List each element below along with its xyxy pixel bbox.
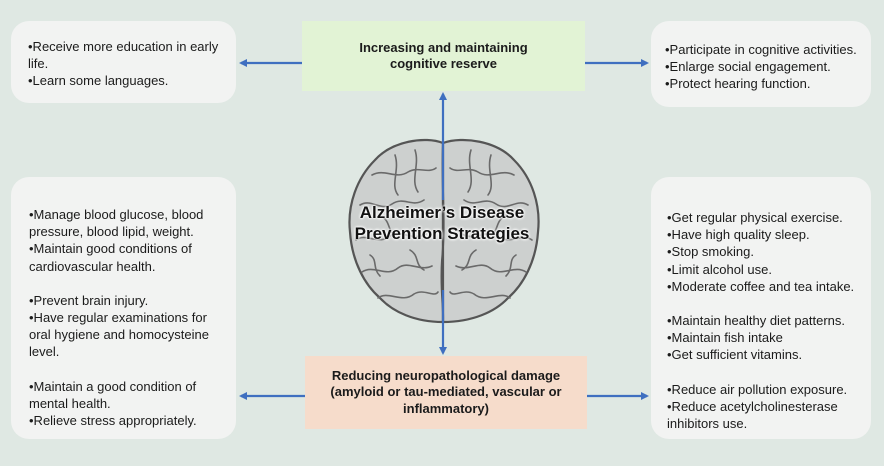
list-item: •Have regular examinations for (29, 310, 207, 326)
neuropathological-line-1: Reducing neuropathological damage (331, 367, 561, 383)
card-lifestyle: •Get regular physical exercise. •Have hig… (651, 177, 871, 439)
neuropathological-line-2: (amyloid or tau-mediated, vascular or (330, 384, 562, 400)
list-spacer (667, 295, 871, 312)
list-item: level. (29, 344, 60, 360)
neuropathological-damage-box: Reducing neuropathological damage (amylo… (305, 356, 587, 429)
cognitive-reserve-line-1: Increasing and maintaining (359, 39, 528, 55)
list-spacer (29, 361, 236, 378)
list-item: cardiovascular health. (29, 258, 156, 274)
list-item: •Enlarge social engagement. (665, 59, 831, 75)
list-item: •Stop smoking. (667, 244, 754, 260)
card-health-management: •Manage blood glucose, blood pressure, bl… (11, 177, 236, 439)
card-education: •Receive more education in early life.•Le… (11, 21, 236, 103)
list-item: •Maintain a good condition of (29, 378, 197, 394)
list-item: •Limit alcohol use. (667, 261, 772, 277)
list-item: •Relieve stress appropriately. (29, 413, 197, 429)
list-item: •Maintain fish intake (667, 330, 783, 346)
list-item: mental health. (29, 395, 111, 411)
list-item: pressure, blood lipid, weight. (29, 224, 194, 240)
center-title-line-2: Prevention Strategies (354, 224, 530, 243)
list-spacer (667, 364, 871, 381)
list-item: •Manage blood glucose, blood (29, 207, 204, 222)
list-item: •Maintain healthy diet patterns. (667, 313, 845, 329)
list-item: •Learn some languages. (28, 73, 169, 89)
cognitive-reserve-box: Increasing and maintaining cognitive res… (302, 21, 585, 91)
list-item: •Prevent brain injury. (29, 292, 149, 308)
list-item: •Get regular physical exercise. (667, 210, 843, 225)
list-item: oral hygiene and homocysteine (29, 327, 209, 343)
list-item: •Moderate coffee and tea intake. (667, 278, 855, 294)
list-item: •Receive more education in early (28, 39, 219, 54)
list-item: •Protect hearing function. (665, 76, 811, 92)
center-title-line-1: Alzheimer’s Disease (359, 203, 525, 222)
brain-illustration (348, 138, 540, 324)
center-title: Alzheimer’s Disease Prevention Strategie… (330, 202, 554, 244)
list-item: •Get sufficient vitamins. (667, 347, 803, 363)
neuropathological-line-3: inflammatory) (403, 400, 489, 416)
card-cognitive-activities: •Participate in cognitive activities. •En… (651, 21, 871, 107)
list-item: •Have high quality sleep. (667, 227, 810, 243)
cognitive-reserve-line-2: cognitive reserve (390, 56, 497, 71)
list-item: •Reduce acetylcholinesterase (667, 398, 838, 414)
list-item: •Reduce air pollution exposure. (667, 381, 848, 397)
list-item: •Participate in cognitive activities. (665, 42, 857, 57)
list-item: life. (28, 56, 49, 72)
list-item: •Maintain good conditions of (29, 241, 192, 257)
list-spacer (29, 275, 236, 292)
list-item: inhibitors use. (667, 416, 748, 432)
